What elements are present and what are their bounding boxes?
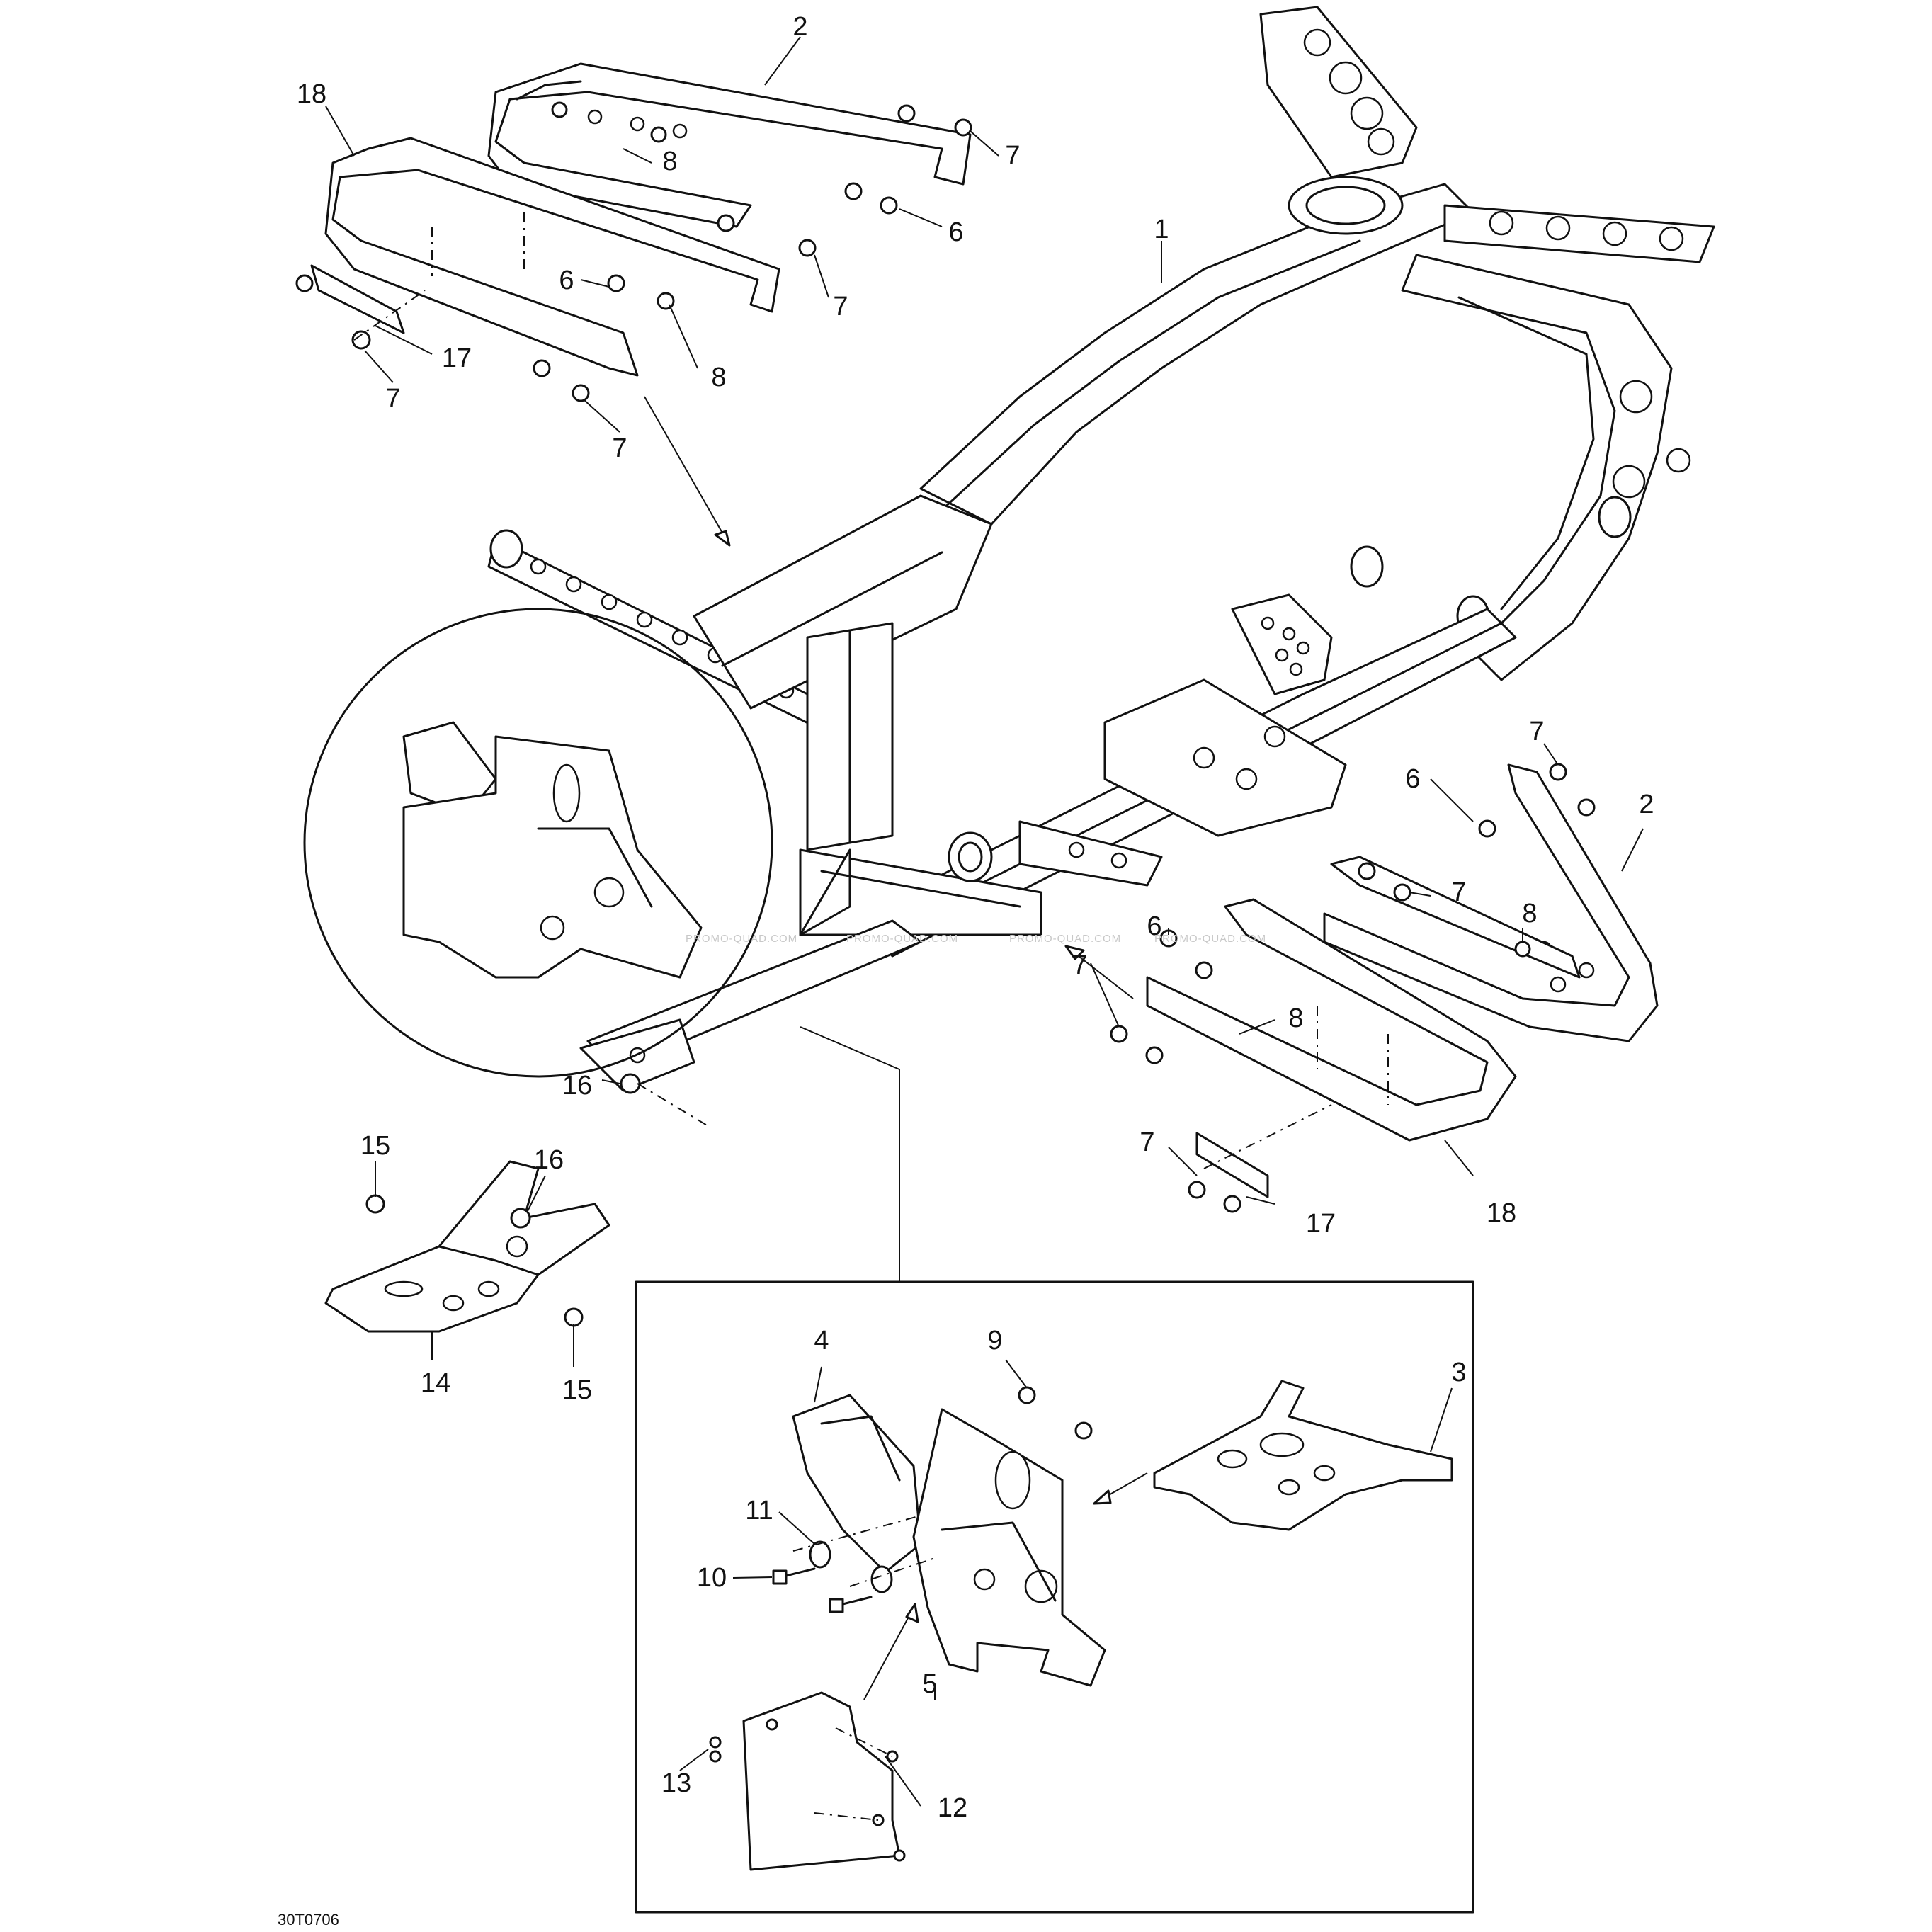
bracket-17-top <box>310 264 405 334</box>
callout-6-c: 6 <box>1405 764 1420 794</box>
callout-2-top: 2 <box>792 12 807 42</box>
callout-8-d: 8 <box>1288 1004 1303 1033</box>
callout-17-top: 17 <box>442 343 472 373</box>
callout-7-a: 7 <box>1005 141 1020 171</box>
callout-1: 1 <box>1154 215 1169 244</box>
hardware <box>295 101 1596 1327</box>
callout-6-b: 6 <box>559 266 574 295</box>
footrest-14 <box>324 1160 610 1333</box>
callout-11: 11 <box>745 1496 773 1525</box>
leader-lines <box>325 36 1644 1807</box>
callout-18-bottom: 18 <box>1487 1198 1516 1228</box>
callout-7-c: 7 <box>385 384 400 414</box>
assembly-arrows <box>644 396 1148 1700</box>
callout-14: 14 <box>421 1368 450 1398</box>
callout-4: 4 <box>814 1326 829 1356</box>
callout-2-right: 2 <box>1639 790 1654 819</box>
bracket-17-bottom <box>1195 1132 1269 1198</box>
callout-7-g: 7 <box>1072 950 1087 980</box>
callout-6-d: 6 <box>1147 911 1161 941</box>
callout-13: 13 <box>661 1768 691 1798</box>
watermarks: PROMO-QUAD.COM PROMO-QUAD.COM PROMO-QUAD… <box>686 933 1266 945</box>
callout-6-a: 6 <box>948 217 963 247</box>
figure-code: 30T0706 <box>278 1911 339 1928</box>
callout-8-c: 8 <box>1522 899 1537 928</box>
callout-17-bottom: 17 <box>1306 1209 1336 1239</box>
callout-16-b: 16 <box>534 1145 564 1175</box>
callout-7-h: 7 <box>1140 1127 1154 1157</box>
callout-7-e: 7 <box>1529 717 1544 746</box>
callouts: 2 18 8 7 6 1 6 7 8 17 7 7 7 6 2 7 8 6 7 … <box>297 12 1654 1823</box>
watermark-2: PROMO-QUAD.COM <box>846 933 958 945</box>
callout-15-a: 15 <box>360 1131 390 1161</box>
callout-8-b: 8 <box>711 363 726 392</box>
callout-3: 3 <box>1451 1358 1466 1387</box>
callout-7-f: 7 <box>1451 877 1466 907</box>
callout-15-b: 15 <box>562 1375 592 1405</box>
callout-12: 12 <box>938 1793 967 1823</box>
callout-9: 9 <box>987 1326 1002 1356</box>
watermark-1: PROMO-QUAD.COM <box>686 933 797 945</box>
callout-10: 10 <box>697 1563 727 1593</box>
callout-5: 5 <box>922 1669 937 1699</box>
watermark-3: PROMO-QUAD.COM <box>1009 933 1121 945</box>
detail-magnifier-circle <box>303 608 773 1078</box>
callout-18-top: 18 <box>297 79 326 109</box>
main-frame <box>487 6 1715 1092</box>
callout-8-a: 8 <box>662 147 677 176</box>
callout-7-b: 7 <box>833 292 848 322</box>
watermark-4: PROMO-QUAD.COM <box>1154 933 1266 945</box>
callout-7-d: 7 <box>612 433 627 463</box>
callout-16-a: 16 <box>562 1071 592 1101</box>
inset-detail-box <box>635 1280 1474 1914</box>
lower-rack-18 <box>324 137 780 377</box>
